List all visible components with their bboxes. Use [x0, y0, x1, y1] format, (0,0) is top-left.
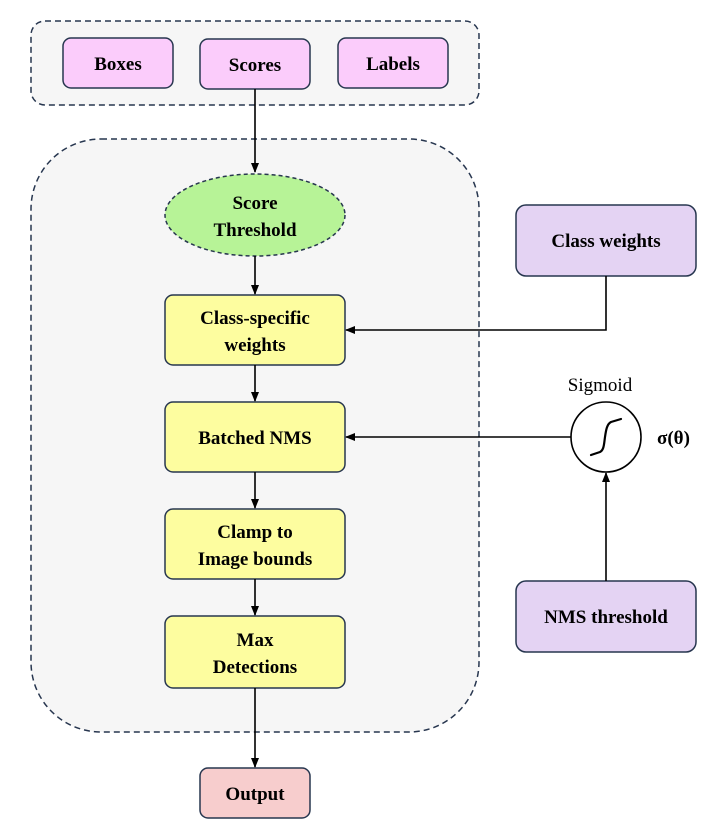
clamp-node: Clamp to Image bounds — [164, 508, 346, 580]
clamp-label-line1: Clamp to — [217, 522, 292, 543]
class-specific-weights-node: Class-specific weights — [164, 294, 346, 366]
class-specific-weights-label-line1: Class-specific — [200, 308, 310, 329]
batched-nms-label: Batched NMS — [198, 428, 311, 449]
labels-label: Labels — [366, 54, 420, 75]
sigmoid-label: Sigmoid — [568, 375, 633, 396]
sigmoid-node: Sigmoid σ(θ) — [568, 375, 690, 473]
sigmoid-symbol: σ(θ) — [657, 428, 690, 449]
max-detections-label-line1: Max — [237, 630, 274, 651]
class-specific-weights-label-line2: weights — [224, 335, 285, 356]
boxes-node: Boxes — [62, 37, 174, 89]
class-weights-label: Class weights — [551, 231, 660, 252]
score-threshold-node: Score Threshold — [164, 173, 346, 257]
max-detections-label-line2: Detections — [213, 657, 297, 678]
score-threshold-label-line1: Score — [232, 193, 277, 214]
score-threshold-label-line2: Threshold — [213, 220, 297, 241]
clamp-label-line2: Image bounds — [198, 549, 313, 570]
max-detections-node: Max Detections — [164, 615, 346, 689]
sigmoid-curve-icon — [589, 417, 623, 457]
output-node: Output — [199, 767, 311, 819]
labels-node: Labels — [337, 37, 449, 89]
boxes-label: Boxes — [94, 54, 142, 75]
nms-threshold-label: NMS threshold — [544, 607, 668, 628]
edge-class-weights-to-class-specific — [345, 276, 607, 334]
scores-label: Scores — [229, 55, 281, 76]
batched-nms-node: Batched NMS — [164, 401, 346, 473]
nms-threshold-node: NMS threshold — [515, 580, 697, 653]
output-label: Output — [225, 784, 285, 805]
class-weights-node: Class weights — [515, 204, 697, 277]
scores-node: Scores — [199, 38, 311, 90]
